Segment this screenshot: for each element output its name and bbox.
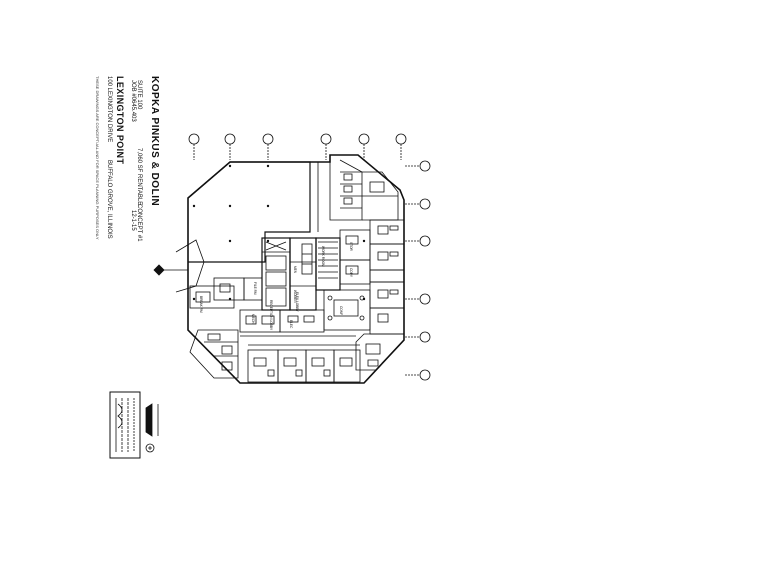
architect-logo xyxy=(109,391,141,459)
north-arrow xyxy=(145,403,159,453)
label-storage: STOR xyxy=(349,242,353,251)
grid-bubbles-right xyxy=(405,160,431,381)
bottom-offices xyxy=(247,349,361,383)
label-work-room: WORK ROOM xyxy=(321,246,325,267)
label-break-room: BREAK RM xyxy=(199,296,203,313)
structural-columns xyxy=(192,164,366,301)
label-copy: COPY xyxy=(349,268,353,278)
grid-bubbles-top xyxy=(188,133,407,160)
label-mens: MEN xyxy=(293,266,297,274)
label-mech: MECH xyxy=(251,314,255,324)
label-file-room: FILE RM xyxy=(253,282,257,295)
label-reception: RECEPTION LOBBY xyxy=(269,300,273,331)
label-elev-lobby: ELEV LOBBY xyxy=(295,292,299,313)
label-womens: WOMEN xyxy=(293,290,297,303)
label-conference: CONF xyxy=(339,306,343,315)
label-elec: ELEC xyxy=(289,320,293,329)
